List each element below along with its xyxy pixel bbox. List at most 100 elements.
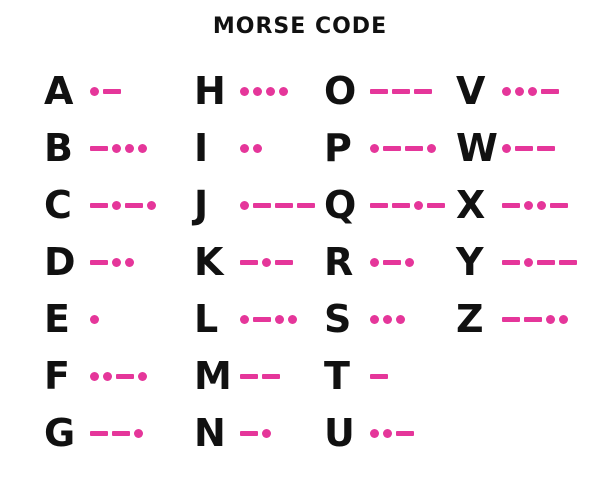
morse-code xyxy=(502,257,577,267)
morse-code xyxy=(370,88,432,94)
dash-symbol xyxy=(125,202,143,208)
letter-label: B xyxy=(44,126,73,170)
morse-entry-l: L xyxy=(194,294,297,344)
dash-symbol xyxy=(253,202,271,208)
dot-symbol xyxy=(147,200,156,210)
morse-entry-x: X xyxy=(456,180,568,230)
dash-symbol xyxy=(262,373,280,379)
dash-symbol xyxy=(541,88,559,94)
dash-symbol xyxy=(392,202,410,208)
letter-label: I xyxy=(194,126,209,170)
morse-code xyxy=(240,373,280,379)
dash-symbol xyxy=(383,145,401,151)
dot-symbol xyxy=(253,143,262,153)
dash-symbol xyxy=(90,259,108,265)
dot-symbol xyxy=(90,371,99,381)
dot-symbol xyxy=(112,143,121,153)
morse-entry-b: B xyxy=(44,123,147,173)
dot-symbol xyxy=(370,143,379,153)
morse-entry-t: T xyxy=(324,351,388,401)
dot-symbol xyxy=(427,143,436,153)
dot-symbol xyxy=(240,86,249,96)
dash-symbol xyxy=(275,202,293,208)
morse-code xyxy=(240,143,262,153)
dot-symbol xyxy=(253,86,262,96)
dot-symbol xyxy=(502,86,511,96)
letter-label: J xyxy=(194,183,209,227)
letter-label: M xyxy=(194,354,232,398)
morse-entry-w: W xyxy=(456,123,555,173)
dot-symbol xyxy=(240,200,249,210)
morse-entry-h: H xyxy=(194,66,288,116)
letter-label: F xyxy=(44,354,70,398)
dot-symbol xyxy=(383,428,392,438)
letter-label: N xyxy=(194,411,226,455)
dash-symbol xyxy=(537,259,555,265)
dot-symbol xyxy=(134,428,143,438)
dash-symbol xyxy=(240,430,258,436)
morse-code xyxy=(90,428,143,438)
dot-symbol xyxy=(528,86,537,96)
dash-symbol xyxy=(112,430,130,436)
dot-symbol xyxy=(537,200,546,210)
dash-symbol xyxy=(502,316,520,322)
dot-symbol xyxy=(405,257,414,267)
morse-entry-z: Z xyxy=(456,294,568,344)
morse-code xyxy=(370,200,445,210)
dot-symbol xyxy=(370,428,379,438)
dash-symbol xyxy=(370,373,388,379)
letter-label: D xyxy=(44,240,76,284)
morse-entry-u: U xyxy=(324,408,414,458)
morse-code xyxy=(90,143,147,153)
dash-symbol xyxy=(537,145,555,151)
dot-symbol xyxy=(279,86,288,96)
letter-label: W xyxy=(456,126,498,170)
dash-symbol xyxy=(103,88,121,94)
dash-symbol xyxy=(427,202,445,208)
morse-code xyxy=(370,373,388,379)
morse-code xyxy=(240,428,271,438)
letter-label: E xyxy=(44,297,70,341)
morse-code xyxy=(90,200,156,210)
dash-symbol xyxy=(275,259,293,265)
morse-code xyxy=(90,257,134,267)
morse-entry-v: V xyxy=(456,66,559,116)
dot-symbol xyxy=(112,200,121,210)
morse-entry-i: I xyxy=(194,123,262,173)
morse-entry-e: E xyxy=(44,294,99,344)
morse-entry-k: K xyxy=(194,237,293,287)
morse-code xyxy=(240,86,288,96)
dot-symbol xyxy=(414,200,423,210)
dash-symbol xyxy=(559,259,577,265)
dot-symbol xyxy=(262,428,271,438)
dot-symbol xyxy=(240,314,249,324)
letter-label: X xyxy=(456,183,486,227)
letter-label: V xyxy=(456,69,486,113)
morse-entry-c: C xyxy=(44,180,156,230)
dash-symbol xyxy=(297,202,315,208)
dot-symbol xyxy=(515,86,524,96)
dot-symbol xyxy=(546,314,555,324)
letter-label: Q xyxy=(324,183,357,227)
morse-entry-d: D xyxy=(44,237,134,287)
letter-label: U xyxy=(324,411,355,455)
morse-entry-y: Y xyxy=(456,237,577,287)
dot-symbol xyxy=(559,314,568,324)
morse-code xyxy=(502,86,559,96)
morse-entry-o: O xyxy=(324,66,432,116)
dot-symbol xyxy=(262,257,271,267)
dash-symbol xyxy=(392,88,410,94)
morse-code xyxy=(502,143,555,153)
morse-code xyxy=(502,200,568,210)
dash-symbol xyxy=(550,202,568,208)
letter-label: C xyxy=(44,183,72,227)
morse-code xyxy=(240,314,297,324)
page-title: MORSE CODE xyxy=(212,14,388,39)
dot-symbol xyxy=(138,143,147,153)
dash-symbol xyxy=(370,88,388,94)
dash-symbol xyxy=(396,430,414,436)
morse-code xyxy=(90,371,147,381)
dot-symbol xyxy=(112,257,121,267)
morse-entry-s: S xyxy=(324,294,405,344)
